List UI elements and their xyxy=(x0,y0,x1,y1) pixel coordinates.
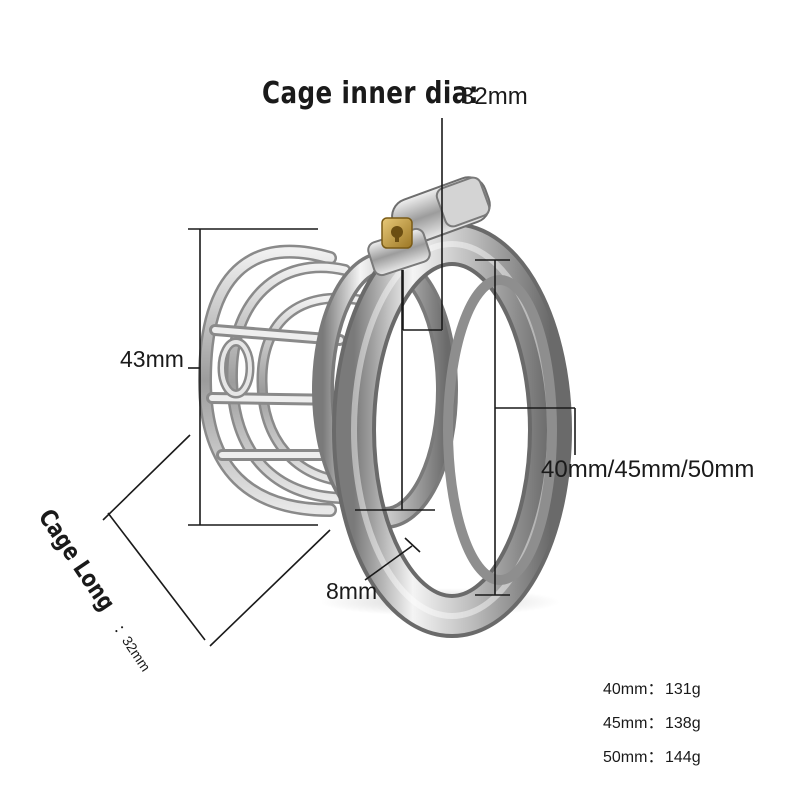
weight-row: 40mm： 131g xyxy=(603,680,701,714)
weight-row: 50mm： 144g xyxy=(603,748,701,782)
dimension-lines xyxy=(102,118,576,647)
brass-lock-icon xyxy=(381,217,413,249)
ring-sizes-label: 40mm/45mm/50mm xyxy=(541,456,755,483)
weight-value: 131g xyxy=(665,681,701,698)
weight-value: 138g xyxy=(665,715,701,732)
height-label: 43mm xyxy=(120,346,184,372)
weight-row: 45mm： 138g xyxy=(603,714,701,748)
inner-dia-label: Cage inner dia: xyxy=(262,76,479,111)
weight-size: 50mm： xyxy=(603,749,664,766)
thickness-label: 8mm xyxy=(326,578,378,604)
weight-size: 40mm： xyxy=(603,681,664,698)
weight-table: 40mm： 131g 45mm： 138g 50mm： 144g xyxy=(603,680,701,782)
base-ring xyxy=(332,222,572,638)
inner-dia-value: 32mm xyxy=(461,83,528,110)
weight-size: 45mm： xyxy=(603,715,664,732)
weight-value: 144g xyxy=(665,749,701,766)
